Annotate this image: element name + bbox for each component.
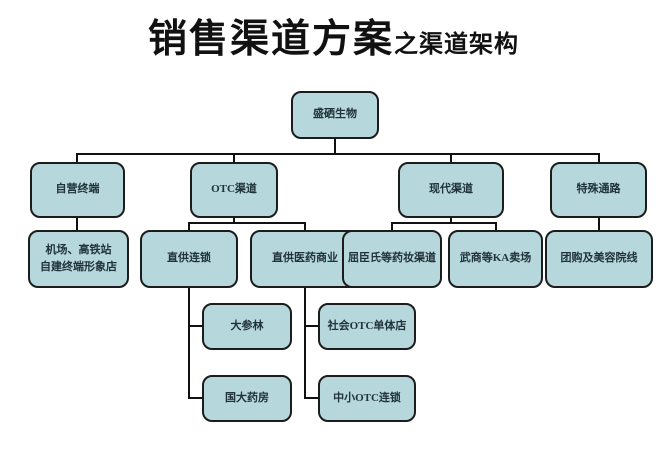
node-social-otc-stores-label: 社会OTC单体店	[327, 319, 407, 332]
connector-drop-otc-channel	[233, 153, 235, 163]
connector-otc-stub	[233, 218, 235, 224]
connector-stub-dashenlin	[188, 325, 202, 327]
node-watsons-channel-label: 屈臣氏等药妆渠道	[348, 252, 436, 265]
connector-drop-ka-stores	[495, 222, 497, 231]
node-otc-channel-label: OTC渠道	[211, 183, 257, 196]
node-root-company: 盛硒生物	[291, 91, 379, 139]
connector-direct-pharma-trunk	[304, 288, 306, 399]
connector-drop-watsons	[391, 222, 393, 231]
connector-drop-self-terminal	[76, 153, 78, 163]
node-self-terminal: 自营终端	[30, 162, 125, 218]
node-root-label: 盛硒生物	[313, 108, 357, 121]
connector-modern-elbow	[391, 222, 497, 224]
node-otc-channel: OTC渠道	[190, 162, 278, 218]
connector-level2-bus	[76, 153, 600, 155]
connector-drop-direct-pharma	[304, 222, 306, 231]
node-watsons-channel: 屈臣氏等药妆渠道	[342, 230, 442, 288]
node-airport-stores-line1: 机场、高铁站	[45, 243, 112, 256]
node-modern-channel-label: 现代渠道	[429, 183, 473, 196]
page-title-main: 销售渠道方案	[147, 18, 394, 61]
node-small-otc-chains-label: 中小OTC连锁	[333, 391, 401, 404]
connector-drop-special-channel	[598, 153, 600, 163]
node-self-terminal-label: 自营终端	[55, 183, 100, 196]
node-direct-chain-label: 直供连锁	[167, 252, 211, 265]
connector-drop-direct-chain	[188, 222, 190, 231]
connector-special-to-groupbuy	[598, 218, 600, 231]
connector-stub-social-otc	[304, 325, 318, 327]
node-direct-pharma: 直供医药商业	[250, 230, 360, 288]
connector-stub-small-otc	[304, 397, 318, 399]
connector-otc-elbow	[188, 222, 306, 224]
connector-modern-stub	[450, 218, 452, 224]
node-small-otc-chains: 中小OTC连锁	[318, 375, 416, 422]
node-ka-stores-label: 武商等KA卖场	[459, 252, 532, 265]
node-social-otc-stores: 社会OTC单体店	[318, 303, 416, 350]
node-group-buy-beauty: 团购及美容院线	[545, 230, 653, 288]
node-guoda-pharmacy: 国大药房	[202, 375, 292, 422]
node-special-channel-label: 特殊通路	[576, 183, 621, 196]
node-airport-stores-line2: 自建终端形象店	[40, 261, 117, 273]
node-group-buy-beauty-label: 团购及美容院线	[560, 252, 638, 265]
node-modern-channel: 现代渠道	[398, 162, 504, 218]
node-airport-stores: 机场、高铁站 自建终端形象店	[28, 230, 129, 288]
connector-stub-guoda	[188, 397, 202, 399]
node-dashenlin: 大参林	[202, 303, 292, 350]
node-direct-pharma-label: 直供医药商业	[272, 252, 338, 265]
connector-direct-chain-trunk	[188, 288, 190, 399]
node-ka-stores: 武商等KA卖场	[448, 230, 543, 288]
node-special-channel: 特殊通路	[550, 162, 647, 218]
node-guoda-pharmacy-label: 国大药房	[225, 391, 269, 404]
connector-root-stub	[334, 139, 336, 155]
connector-self-terminal-to-airport	[76, 218, 78, 231]
page-title-sub: 之渠道架构	[394, 32, 519, 58]
node-direct-chain: 直供连锁	[140, 230, 238, 288]
connector-drop-modern-channel	[450, 153, 452, 163]
page-title: 销售渠道方案之渠道架构	[0, 8, 667, 64]
node-dashenlin-label: 大参林	[230, 319, 264, 332]
